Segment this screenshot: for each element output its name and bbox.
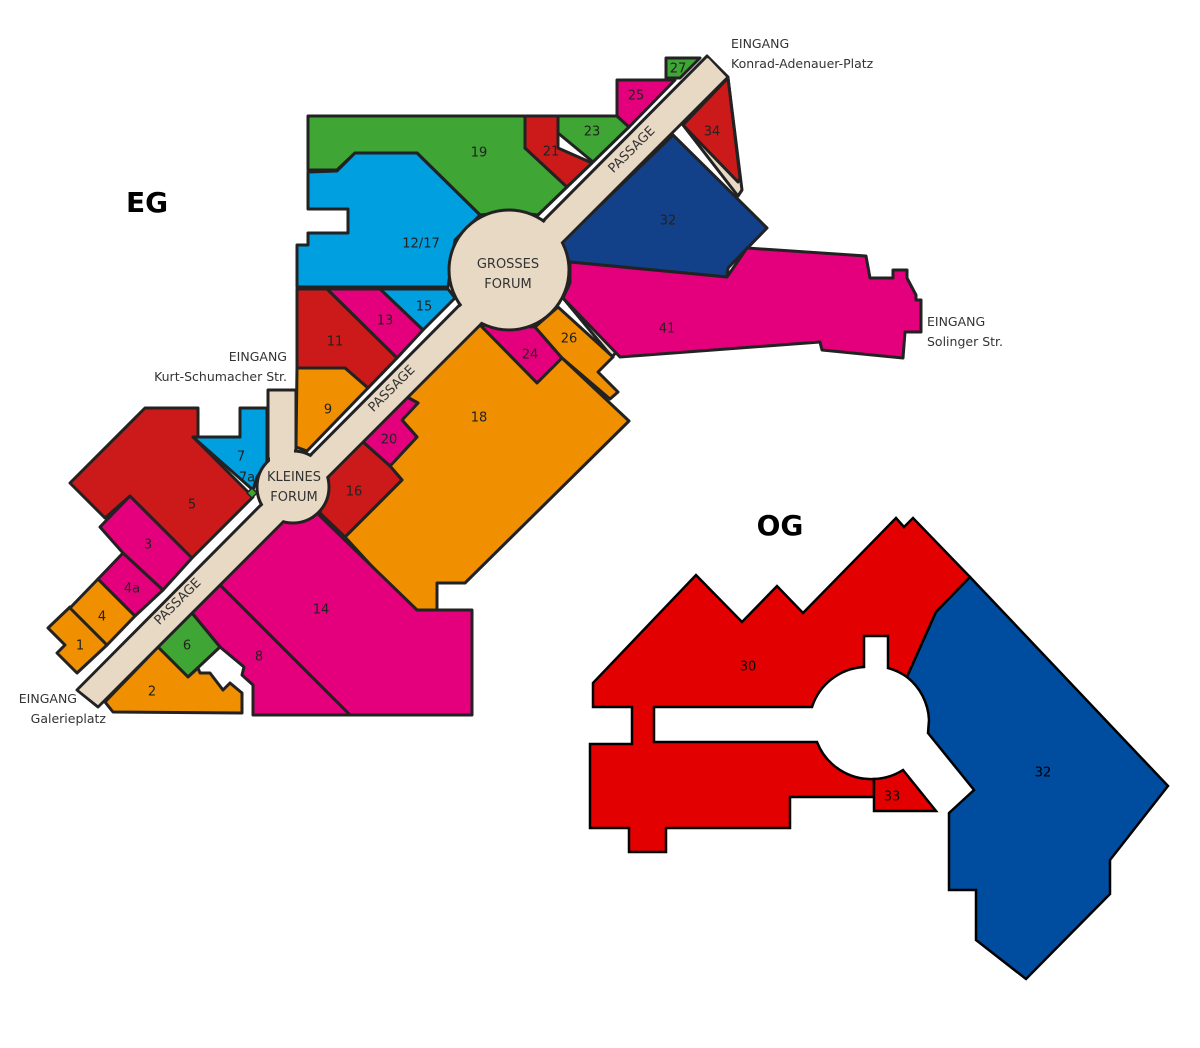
entrance-kurt-schumacher-str: EINGANG Kurt-Schumacher Str. — [154, 349, 287, 384]
shop-33[interactable]: 33 — [872, 768, 939, 813]
shop-2[interactable]: 2 — [103, 645, 244, 715]
shop-number-label: 41 — [659, 322, 676, 337]
passage — [75, 54, 730, 709]
shop-number-label: 15 — [416, 300, 433, 315]
shop-number-label: Kurt-Schumacher Str. — [154, 369, 287, 384]
shop-number-label: 32 — [660, 214, 677, 229]
shop-number-label: 16 — [346, 485, 363, 500]
shop-number-label: 21 — [543, 145, 560, 160]
shop-27[interactable]: 27 — [664, 56, 702, 80]
floor-eg: EG 19 21 23 25 27 34 32 41 12/17 15 13 1… — [19, 36, 1003, 726]
shop-number-label: KLEINES — [267, 470, 321, 485]
shop-32-og[interactable]: 32 — [905, 575, 1170, 981]
shop-number-label: 20 — [381, 433, 398, 448]
shop-number-label: 27 — [670, 62, 687, 77]
shop-number-label: 8 — [255, 650, 263, 665]
shop-number-label: EINGANG — [19, 691, 77, 706]
shop-number-label: 19 — [471, 146, 488, 161]
shop-number-label: 13 — [377, 314, 394, 329]
shop-41[interactable]: 41 — [561, 246, 923, 360]
shop-number-label: EINGANG — [229, 349, 287, 364]
entrance-solinger-str: EINGANG Solinger Str. — [927, 314, 1003, 349]
shop-number-label: EINGANG — [927, 314, 985, 329]
shop-number-label: 25 — [628, 89, 645, 104]
shop-number-label: 7a — [239, 471, 255, 486]
shop-number-label: 34 — [704, 125, 721, 140]
shop-number-label: Konrad-Adenauer-Platz — [731, 56, 874, 71]
entrance-konrad-adenauer-platz: EINGANG Konrad-Adenauer-Platz — [731, 36, 874, 71]
floor-label-og: OG — [757, 509, 804, 542]
shop-number-label: 6 — [183, 639, 191, 654]
shop-number-label: 1 — [76, 639, 84, 654]
kleines-forum-label: KLEINES FORUM — [267, 470, 321, 505]
shop-number-label: 33 — [884, 790, 901, 805]
shop-number-label: 23 — [584, 125, 601, 140]
shop-number-label: 14 — [313, 603, 330, 618]
shop-number-label: EINGANG — [731, 36, 789, 51]
shop-number-label: 5 — [188, 498, 196, 513]
floor-label-eg: EG — [126, 186, 168, 219]
shop-12-17[interactable]: 12/17 — [295, 151, 482, 289]
shop-25[interactable]: 25 — [615, 78, 677, 129]
shop-number-label: FORUM — [270, 490, 317, 505]
shop-number-label: 9 — [324, 403, 332, 418]
grosses-forum-label: GROSSES FORUM — [477, 257, 539, 292]
shop-number-label: 24 — [522, 348, 539, 363]
shop-number-label: 4 — [98, 610, 106, 625]
shop-number-label: 11 — [327, 335, 344, 350]
shop-number-label: 2 — [148, 685, 156, 700]
floor-og: OG 30 33 32 — [588, 509, 1170, 981]
shop-number-label: Galerieplatz — [31, 711, 107, 726]
shop-number-label: FORUM — [484, 277, 531, 292]
shop-7a[interactable]: 7a — [239, 471, 258, 499]
shop-number-label: 4a — [124, 582, 140, 597]
shop-number-label: GROSSES — [477, 257, 539, 272]
shop-number-label: 18 — [471, 411, 488, 426]
shop-number-label: 30 — [740, 660, 757, 675]
shop-number-label: 3 — [144, 538, 152, 553]
shop-number-label: Solinger Str. — [927, 334, 1003, 349]
shop-23[interactable]: 23 — [556, 114, 631, 164]
entrance-galerieplatz: EINGANG Galerieplatz — [19, 691, 107, 726]
shop-number-label: 12/17 — [402, 237, 439, 252]
shop-number-label: 7 — [237, 450, 245, 465]
shop-number-label: 26 — [561, 332, 578, 347]
shop-5[interactable]: 5 — [68, 406, 255, 560]
shop-number-label: 32 — [1035, 766, 1052, 781]
